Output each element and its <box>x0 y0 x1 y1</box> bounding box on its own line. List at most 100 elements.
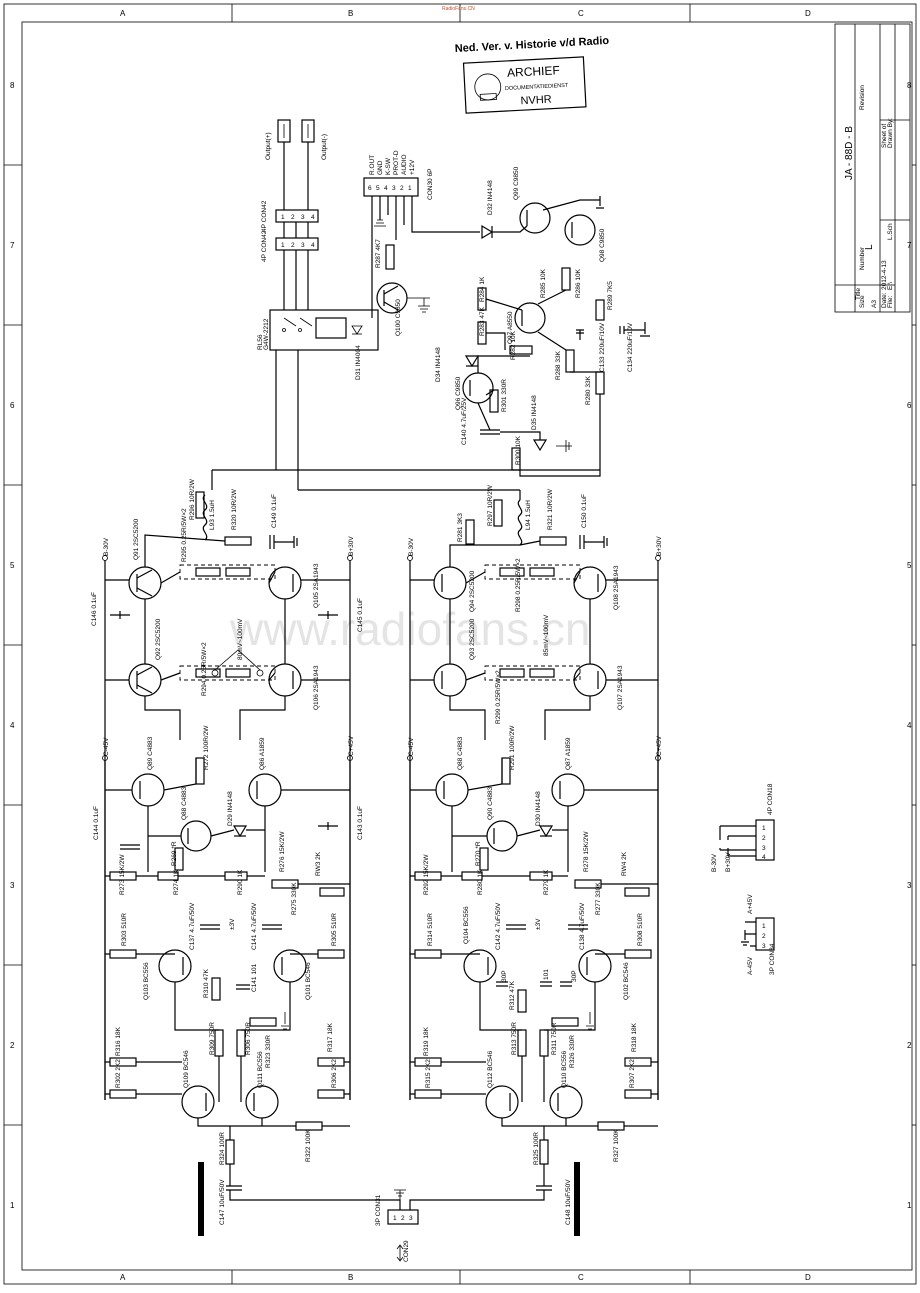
q87-label: Q87 A1859 <box>565 737 572 770</box>
connector-con31: 1 2 3 3P CON31 CON29 <box>375 1189 419 1262</box>
con30-n6: 6 <box>368 185 372 192</box>
q107-label: Q107 2SA1943 <box>617 665 624 710</box>
right-rail-b-minus: B-30V <box>408 537 415 556</box>
r326-label: R326 330R <box>569 1035 576 1068</box>
tb-number-label: Number <box>859 246 866 270</box>
con18-pin4: 4 <box>762 854 766 861</box>
r286-label: R286 10K <box>575 268 582 298</box>
q102-label: Q102 BC546 <box>623 962 630 1000</box>
grid-row-1-right: 1 <box>907 1201 912 1210</box>
con42b-pin2: 2 <box>291 242 295 249</box>
left-rail-b-plus: B+30V <box>348 536 355 556</box>
con42a-pin4: 4 <box>311 214 315 221</box>
q108-label: Q108 2SA1943 <box>613 565 620 610</box>
con30-n3: 3 <box>392 185 396 192</box>
r278-label: R278 15K/2W <box>583 831 590 872</box>
tb-file: E:\ <box>887 282 894 290</box>
grid-row-7-right: 7 <box>907 241 912 250</box>
con34-a-minus: A-45V <box>747 956 754 975</box>
con30-n4: 4 <box>384 185 388 192</box>
tb-size: A3 <box>871 300 878 308</box>
grid-row-3-right: 3 <box>907 881 912 890</box>
q91-symbol <box>128 566 162 600</box>
r322-label: R322 100K <box>305 1129 312 1162</box>
q93-symbol <box>433 663 467 697</box>
c144-label: C144 0.1uF <box>93 806 100 840</box>
grid-col-a-bottom: A <box>120 1273 126 1282</box>
r312-label: R312 47K <box>509 980 516 1010</box>
r283-label: R283 47K <box>479 306 486 336</box>
q99-symbol <box>519 202 551 234</box>
r269-label: R269 *R <box>171 841 178 866</box>
stamp-line2: DOCUMENTATIEDIENST <box>505 83 569 92</box>
grid-row-4: 4 <box>10 721 15 730</box>
con42a-pin3: 3 <box>301 214 305 221</box>
q112-label: Q112 BC546 <box>487 1051 494 1088</box>
grid-col-b-bottom: B <box>348 1273 353 1282</box>
r308-label: R308 510R <box>637 913 644 946</box>
d30-label: D30 IN4148 <box>535 791 542 826</box>
c30p-b-label: 30P <box>571 970 578 982</box>
archive-stamp: ARCHIEF DOCUMENTATIEDIENST NVHR <box>462 56 587 114</box>
stamp-line3: NVHR <box>520 94 552 108</box>
right-rail-b-plus: B+30V <box>656 536 663 556</box>
c147-label: C147 10uF/50V <box>219 1179 226 1225</box>
top-link[interactable]: RadioFans.CN <box>442 6 475 12</box>
q94-label: Q94 2SC5200 <box>469 570 476 612</box>
r279-label: R279 1K <box>543 869 550 895</box>
r309-label: R309 750R <box>209 1022 216 1055</box>
r303-label: R303 510R <box>121 913 128 946</box>
r280-right-label: R280 1K <box>477 869 484 895</box>
q90-symbol <box>486 820 518 852</box>
con18-pin3: 3 <box>762 845 766 852</box>
con34-pin1: 1 <box>762 923 766 930</box>
r290-label: R290 1K <box>237 869 244 895</box>
grid-row-2: 2 <box>10 1041 15 1050</box>
q109-symbol <box>181 1085 215 1119</box>
r281-label: R281 3K3 <box>457 513 464 542</box>
q87-symbol <box>551 773 585 807</box>
c140-label: C140 4.7uF/25V <box>461 397 468 445</box>
r324-label: R324 100R <box>219 1132 226 1165</box>
con30-pin-protd: PROT-D <box>393 150 400 175</box>
grid-row-8: 8 <box>10 81 15 90</box>
r306-label: R306 750R <box>245 1022 252 1055</box>
tb-date: 2012-4-13 <box>881 260 888 290</box>
q110-label: Q110 BC556 <box>561 1051 568 1088</box>
grid-row-7: 7 <box>10 241 15 250</box>
protection-circuit: R287 4K7 Q100 C9850 D32 IN4148 Q99 C9850… <box>211 166 650 500</box>
q107-symbol <box>573 663 607 697</box>
r313-label: R313 750R <box>511 1022 518 1055</box>
r320-label: R320 10R/2W <box>231 488 238 530</box>
tb-title: JA - 88D - B <box>844 126 855 180</box>
q104-label: Q104 BC556 <box>463 906 470 944</box>
r325-label: R325 100R <box>533 1132 540 1165</box>
tb-drawn: L.Sch <box>887 223 894 240</box>
q111-symbol <box>245 1085 279 1119</box>
left-channel-output-stage: B-30V B+30V L93 1.5uH R296 10R/2W R320 1… <box>91 478 364 1100</box>
r270-label: R270 *R <box>475 841 482 866</box>
r274-label: R274 1K <box>173 869 180 895</box>
q88-left-label: Q88 C4883 <box>181 786 188 820</box>
connector-con42-bottom: 1 2 3 4 4P CON42 <box>261 230 319 262</box>
c137-label: C137 4.7uF/50V <box>189 902 196 950</box>
con34-label: 3P CON34 <box>769 943 776 975</box>
con30-pin-ksw: K-SW <box>385 157 392 175</box>
r305-label: R305 510R <box>331 913 338 946</box>
output-jacks: Output(+) Output(-) <box>265 119 328 200</box>
con42a-pin2: 2 <box>291 214 295 221</box>
con18-b-minus: B-30V <box>711 853 718 872</box>
c149-label: C149 0.1uF <box>271 494 278 528</box>
r301-label: R301 330R <box>501 379 508 412</box>
con18-pin1: 1 <box>762 825 766 832</box>
right-bias-note: 85mV~100mV <box>543 614 550 656</box>
con42b-pin1: 1 <box>281 242 285 249</box>
c142-note: ±3V <box>535 918 542 930</box>
l93-label: L93 1.5uH <box>209 500 216 530</box>
q86-symbol <box>248 773 282 807</box>
con30-n1: 1 <box>408 185 412 192</box>
con34-pin3: 3 <box>762 943 766 950</box>
right-rail-c-plus: C+45V <box>656 735 663 756</box>
c133-label: C133 220uF/10V <box>599 322 606 372</box>
